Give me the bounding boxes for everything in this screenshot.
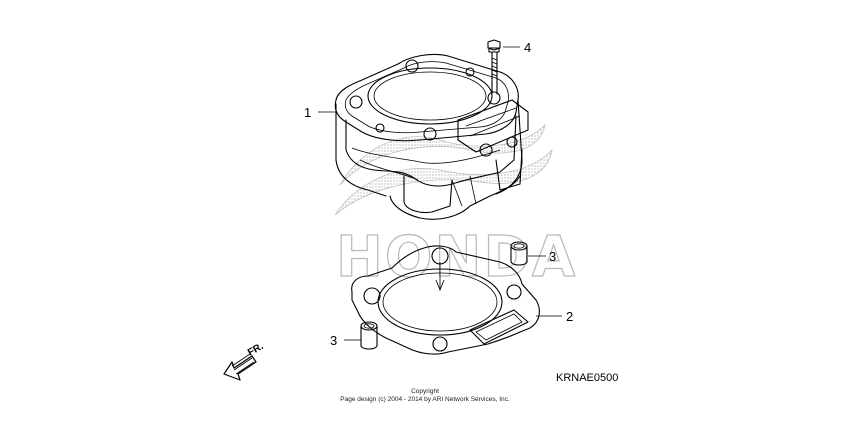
callout-4[interactable]: 4 <box>524 40 531 55</box>
honda-wing-watermark: HONDA <box>334 123 577 291</box>
callout-2[interactable]: 2 <box>566 309 573 324</box>
cylinder-part[interactable] <box>334 53 529 220</box>
front-arrow-icon <box>223 355 257 381</box>
honda-watermark-text: HONDA <box>336 225 577 290</box>
copyright-line-1: Copyright <box>411 388 439 395</box>
callout-3-right[interactable]: 3 <box>549 249 556 264</box>
callout-3-left[interactable]: 3 <box>330 333 337 348</box>
callout-1[interactable]: 1 <box>304 105 311 120</box>
dowel-pin-right-part[interactable] <box>510 241 528 266</box>
alignment-guide <box>435 262 445 292</box>
front-direction-label: FR. <box>246 341 266 359</box>
front-direction-indicator: FR. <box>223 341 266 381</box>
bolt-part[interactable] <box>487 39 501 95</box>
dowel-pin-left-part[interactable] <box>360 321 378 350</box>
leader-lines <box>318 46 562 341</box>
copyright-line-2: Page design (c) 2004 - 2014 by ARI Netwo… <box>340 396 510 403</box>
diagram-part-code: KRNAE0500 <box>556 372 618 384</box>
